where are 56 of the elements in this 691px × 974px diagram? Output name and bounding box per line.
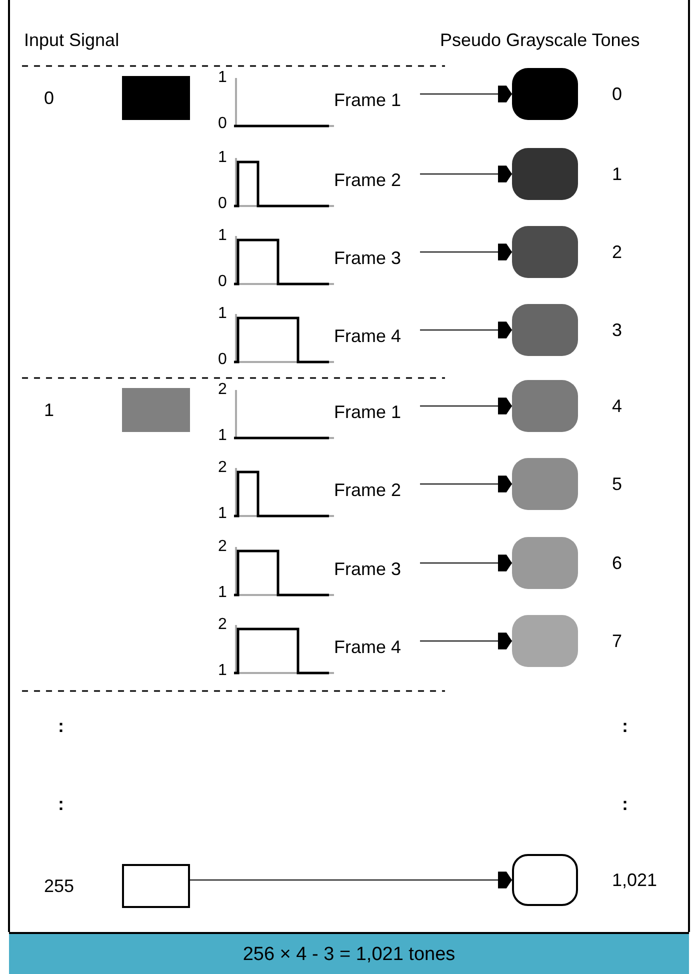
axis-tick-label: 1 [218,426,227,446]
frame-label: Frame 4 [334,325,420,347]
tone-swatch [512,458,578,510]
axis-tick-label: 2 [218,458,227,478]
summary-band [9,932,689,974]
tone-swatch [512,537,578,589]
signal-swatch [122,864,190,908]
tone-value: 0 [612,84,622,104]
tone-value: 5 [612,474,622,494]
column-heading: Pseudo Grayscale Tones [440,30,640,50]
tone-value: 1,021 [612,870,658,890]
ellipsis-mark: : [622,794,628,814]
frame-label: Frame 1 [334,401,420,423]
axis-tick-label: 1 [218,583,227,603]
axis-tick-label: 2 [218,615,227,635]
signal-value: 0 [44,88,54,108]
frame-label: Frame 1 [334,89,420,111]
axis-tick-label: 2 [218,537,227,557]
tone-value: 2 [612,242,622,262]
signal-value: 255 [44,876,74,896]
ellipsis-mark: : [58,794,64,814]
axis-tick-label: 1 [218,661,227,681]
axis-tick-label: 2 [218,380,227,400]
tone-swatch [512,68,578,120]
axis-tick-label: 1 [218,504,227,524]
axis-tick-label: 0 [218,272,227,292]
tone-swatch [512,854,578,906]
tone-swatch [512,615,578,667]
axis-tick-label: 0 [218,194,227,214]
axis-tick-label: 1 [218,68,227,88]
signal-swatch [122,76,190,120]
axis-tick-label: 1 [218,148,227,168]
axis-tick-label: 0 [218,114,227,134]
frame-label: Frame 4 [334,636,420,658]
column-heading: Input Signal [24,30,120,50]
tone-value: 1 [612,164,622,184]
ellipsis-mark: : [622,716,628,736]
axis-tick-label: 1 [218,226,227,246]
tone-swatch [512,380,578,432]
axis-tick-label: 1 [218,304,227,324]
formula-text: 256 × 4 - 3 = 1,021 tones [242,944,456,966]
frame-label: Frame 2 [334,479,420,501]
tone-value: 7 [612,631,622,651]
signal-swatch [122,388,190,432]
axis-tick-label: 0 [218,350,227,370]
tone-value: 4 [612,396,622,416]
frame-label: Frame 2 [334,169,420,191]
tone-value: 3 [612,320,622,340]
tone-swatch [512,148,578,200]
tone-value: 6 [612,553,622,573]
signal-value: 1 [44,400,54,420]
frame-label: Frame 3 [334,247,420,269]
frame-label: Frame 3 [334,558,420,580]
ellipsis-mark: : [58,716,64,736]
tone-swatch [512,304,578,356]
tone-swatch [512,226,578,278]
